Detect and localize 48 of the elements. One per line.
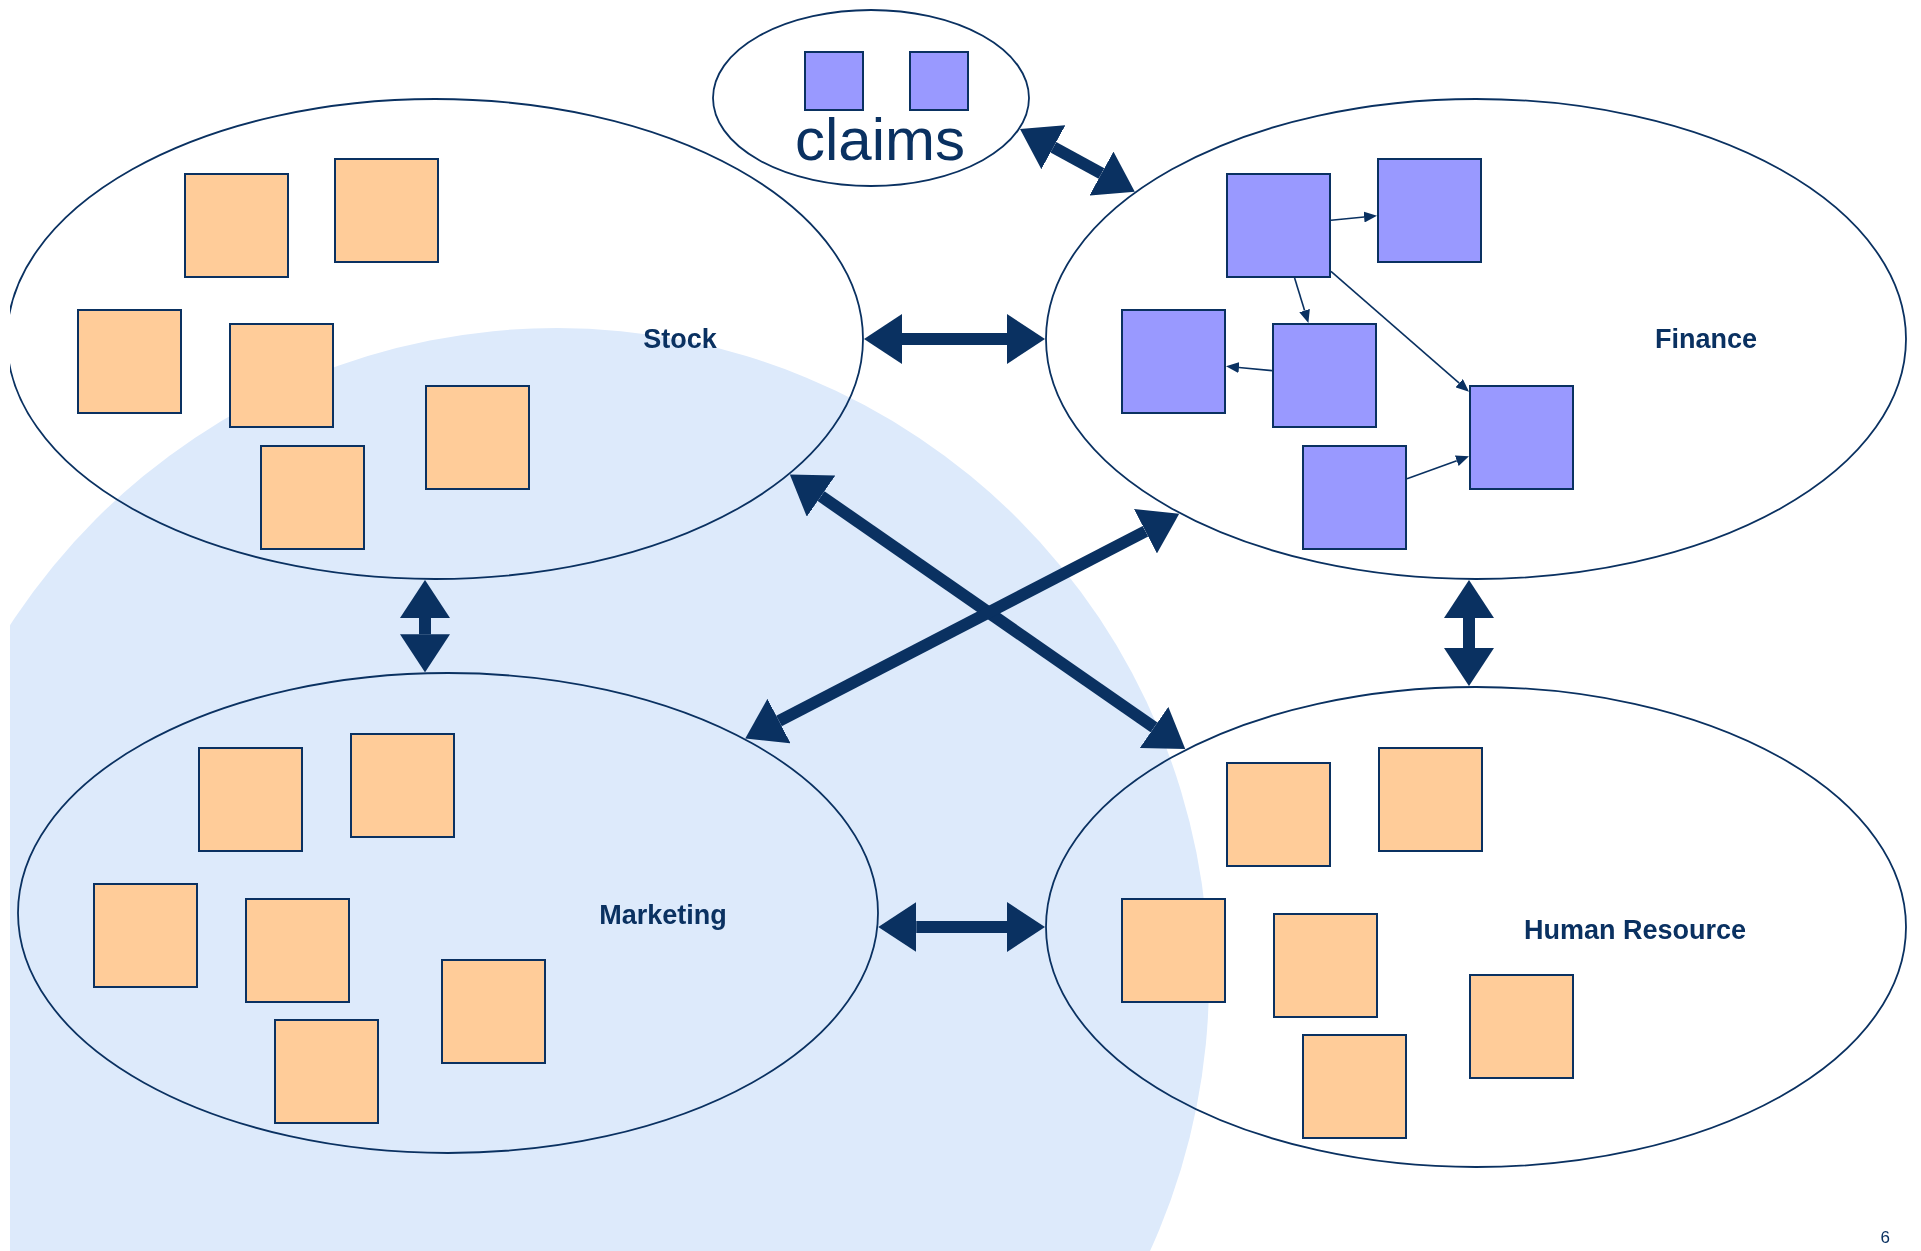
ellipse-label: Finance bbox=[1655, 325, 1757, 353]
entity-box bbox=[1273, 913, 1378, 1018]
entity-box bbox=[184, 173, 289, 278]
page-number: 6 bbox=[1880, 1228, 1890, 1248]
double-arrow bbox=[864, 314, 1045, 364]
arrow bbox=[1330, 270, 1469, 392]
entity-box bbox=[1121, 898, 1226, 1003]
entity-box bbox=[441, 959, 546, 1064]
entity-box bbox=[93, 883, 198, 988]
arrow bbox=[1226, 362, 1273, 374]
group-ellipse bbox=[1045, 98, 1907, 580]
entity-box bbox=[425, 385, 530, 490]
group-ellipse bbox=[1045, 686, 1907, 1168]
double-arrow bbox=[400, 579, 450, 673]
entity-box bbox=[804, 51, 864, 111]
double-arrow bbox=[1444, 579, 1494, 687]
double-arrow bbox=[745, 509, 1180, 744]
ellipse-label: Human Resource bbox=[1523, 916, 1747, 944]
entity-box bbox=[274, 1019, 379, 1124]
entity-box bbox=[1302, 1034, 1407, 1139]
entity-box bbox=[350, 733, 455, 838]
entity-box bbox=[1469, 974, 1574, 1079]
arrow bbox=[1293, 277, 1310, 323]
entity-box bbox=[229, 323, 334, 428]
entity-box bbox=[1226, 173, 1331, 278]
double-arrow bbox=[878, 902, 1045, 952]
entity-box bbox=[334, 158, 439, 263]
entity-box bbox=[1378, 747, 1483, 852]
entity-box bbox=[198, 747, 303, 852]
group-ellipse bbox=[17, 672, 879, 1154]
double-arrow bbox=[789, 474, 1186, 750]
entity-box bbox=[909, 51, 969, 111]
ellipse-label: Stock bbox=[643, 325, 717, 353]
entity-box bbox=[1469, 385, 1574, 490]
ellipse-label: Marketing bbox=[599, 901, 727, 929]
arrow bbox=[1330, 211, 1377, 223]
entity-box bbox=[1377, 158, 1482, 263]
entity-box bbox=[1272, 323, 1377, 428]
entity-box bbox=[1121, 309, 1226, 414]
entity-box bbox=[77, 309, 182, 414]
group-ellipse bbox=[712, 9, 1030, 187]
entity-box bbox=[245, 898, 350, 1003]
entity-box bbox=[260, 445, 365, 550]
entity-box bbox=[1226, 762, 1331, 867]
entity-box bbox=[1302, 445, 1407, 550]
double-arrow bbox=[1020, 125, 1135, 196]
ellipse-label: claims bbox=[795, 110, 965, 170]
arrow bbox=[1406, 455, 1469, 480]
